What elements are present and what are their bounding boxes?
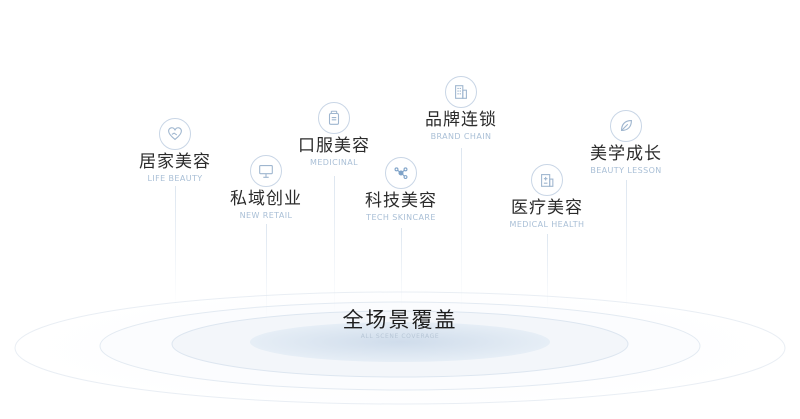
- connector-line: [626, 180, 627, 310]
- connector-line: [266, 224, 267, 319]
- scene-item-life-beauty: 居家美容 LIFE BEAUTY: [85, 118, 265, 184]
- scene-item-tech-skincare: 科技美容 TECH SKINCARE: [311, 157, 491, 223]
- center-subtitle: ALL SCENE COVERAGE: [360, 333, 440, 340]
- building-icon: [445, 76, 477, 108]
- hospital-icon: [531, 164, 563, 196]
- scene-item-brand-chain: 品牌连锁 BRAND CHAIN: [371, 76, 551, 142]
- ring-core: [250, 322, 550, 362]
- ring-outer: [14, 291, 786, 405]
- scene-item-beauty-lesson: 美学成长 BEAUTY LESSON: [536, 110, 716, 176]
- scene-item-title: 口服美容: [298, 136, 370, 156]
- monitor-icon: [250, 155, 282, 187]
- connector-line: [401, 228, 402, 308]
- scene-item-medical-health: 医疗美容 MEDICAL HEALTH: [457, 164, 637, 230]
- scene-item-title: 私域创业: [230, 189, 302, 209]
- bottle-icon: [318, 102, 350, 134]
- scene-item-subtitle: LIFE BEAUTY: [147, 174, 203, 183]
- scene-item-title: 医疗美容: [511, 198, 583, 218]
- scene-item-subtitle: BEAUTY LESSON: [590, 166, 662, 175]
- connector-line: [461, 148, 462, 313]
- scene-item-medicinal: 口服美容 MEDICINAL: [244, 102, 424, 168]
- leaf-icon: [610, 110, 642, 142]
- scene-item-subtitle: TECH SKINCARE: [366, 213, 436, 222]
- center-title-block: 全场景覆盖 ALL SCENE COVERAGE: [300, 310, 500, 342]
- scene-item-title: 品牌连锁: [425, 110, 497, 130]
- scene-item-title: 美学成长: [590, 144, 662, 164]
- scene-item-title: 居家美容: [139, 152, 211, 172]
- scene-item-subtitle: NEW RETAIL: [239, 211, 293, 220]
- connector-line: [334, 176, 335, 316]
- center-title: 全场景覆盖: [342, 308, 458, 332]
- scene-item-subtitle: BRAND CHAIN: [430, 132, 492, 141]
- molecule-icon: [385, 157, 417, 189]
- heart-hand-icon: [159, 118, 191, 150]
- connector-line: [175, 186, 176, 306]
- scene-item-new-retail: 私域创业 NEW RETAIL: [176, 155, 356, 221]
- connector-line: [547, 234, 548, 309]
- scene-item-title: 科技美容: [365, 191, 437, 211]
- scene-item-subtitle: MEDICINAL: [310, 158, 358, 167]
- scene-item-subtitle: MEDICAL HEALTH: [509, 220, 585, 229]
